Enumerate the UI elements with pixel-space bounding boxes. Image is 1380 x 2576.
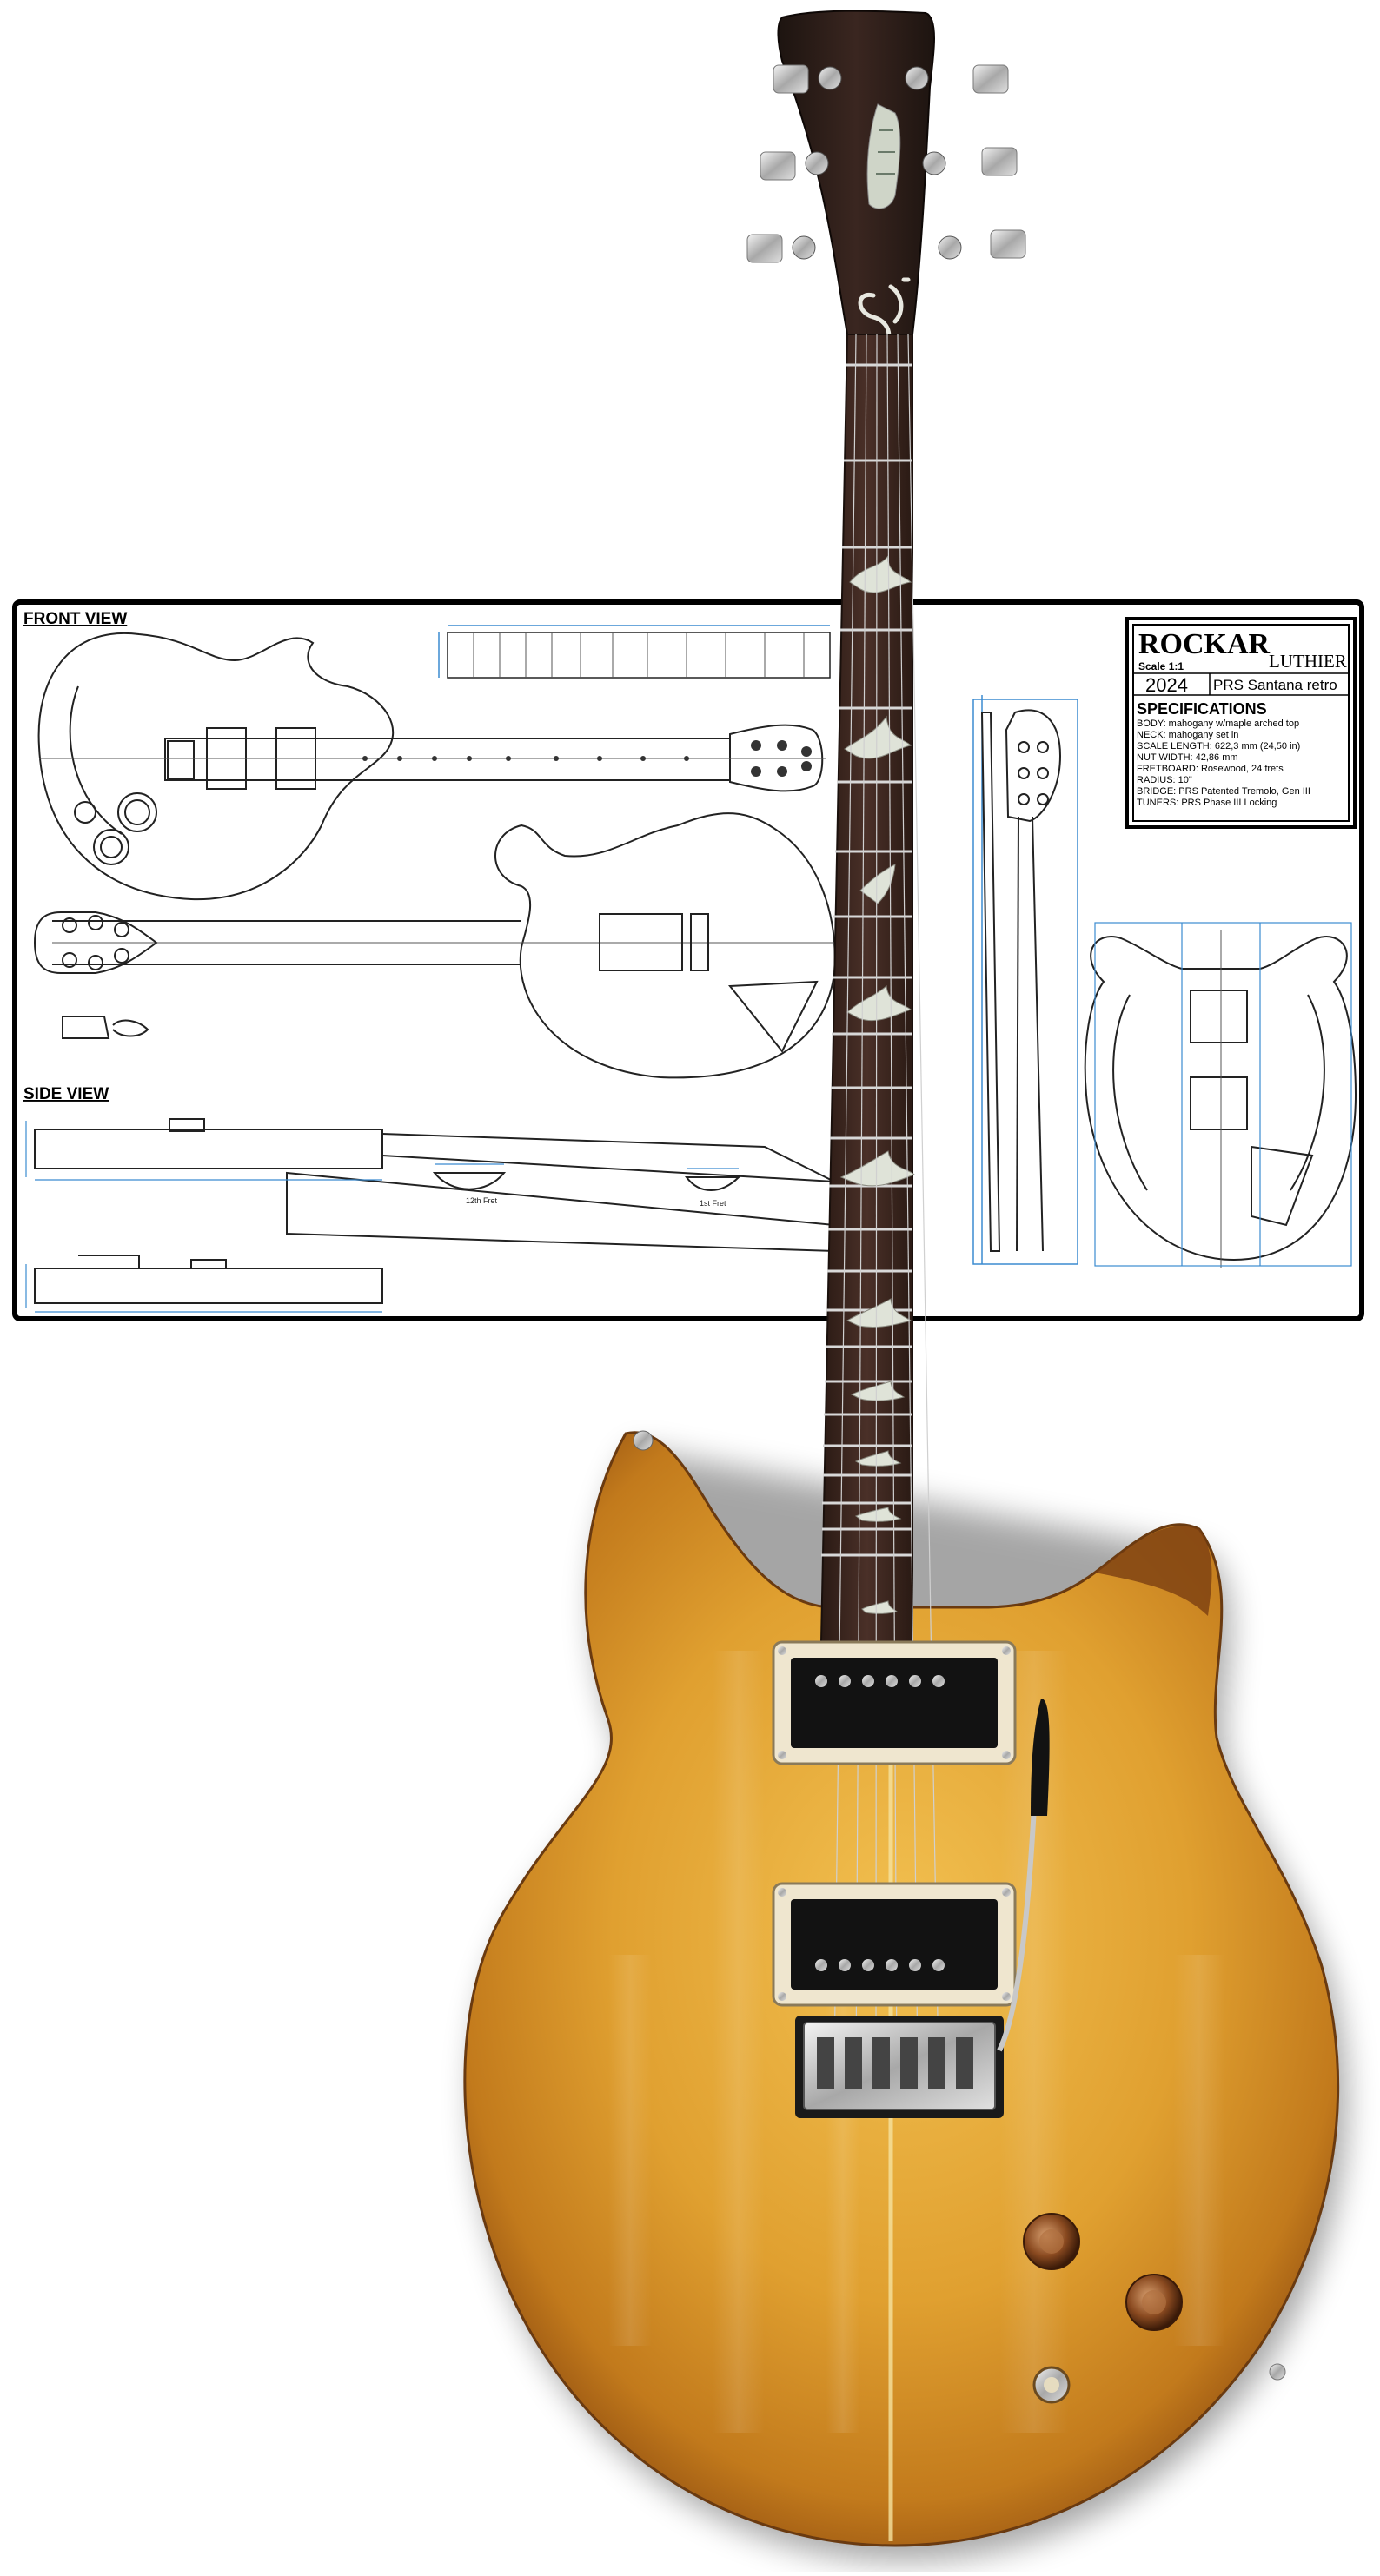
side-view-label: SIDE VIEW (23, 1085, 109, 1103)
spec-heading: SPECIFICATIONS (1137, 700, 1267, 718)
front-view-label: FRONT VIEW (23, 610, 127, 628)
spec-line: FRETBOARD: Rosewood, 24 frets (1137, 764, 1284, 774)
body-top-drawing (1084, 930, 1357, 1268)
eagle-inlay-icon (866, 103, 901, 209)
tuners (746, 64, 1026, 263)
spec-line: NECK: mahogany set in (1137, 730, 1238, 740)
scale-label: Scale 1:1 (1138, 660, 1184, 672)
tremolo-bridge (795, 2016, 1004, 2118)
neck-side-drawing (972, 695, 1078, 1265)
side-view-dimensions (25, 1121, 739, 1313)
brand-line-2: LUTHIER (1269, 651, 1347, 672)
spec-line: RADIUS: 10" (1137, 775, 1192, 785)
fretboard-detail (438, 625, 831, 679)
side-strap-button (1269, 2363, 1286, 2381)
model-label: PRS Santana retro (1213, 677, 1337, 693)
flame-figure (608, 1651, 1225, 2433)
brand-line-1: ROCKAR (1138, 628, 1271, 660)
spec-line: NUT WIDTH: 42,86 mm (1137, 752, 1238, 763)
neck-pickup (772, 1640, 1017, 1765)
guitar-photo (463, 10, 1347, 2561)
body-top-dimensions (1094, 922, 1352, 1267)
back-view-drawing (33, 812, 836, 1079)
front-view-inlays (362, 740, 812, 777)
truss-cover-detail (62, 1016, 149, 1039)
volume-knob (1023, 2213, 1080, 2270)
spec-line: BRIDGE: PRS Patented Tremolo, Gen III (1137, 786, 1310, 797)
title-block: ROCKAR LUTHIER Scale 1:1 2024 PRS Santan… (1125, 617, 1357, 829)
spec-line: BODY: mahogany w/maple arched top (1137, 718, 1299, 729)
pickup-selector (1032, 2366, 1071, 2404)
year-label: 2024 (1145, 674, 1188, 696)
fret-label-1: 1st Fret (700, 1199, 726, 1208)
neck-side-outline (980, 709, 1062, 1252)
strings (833, 334, 939, 2069)
tone-knob (1125, 2274, 1183, 2331)
bridge-pickup (772, 1882, 1017, 2007)
fretboard-detail-frets (473, 632, 805, 678)
fret-label-12: 12th Fret (466, 1196, 498, 1205)
guitar-plan-card: FRONT VIEW (12, 599, 1364, 1321)
headstock (777, 10, 935, 335)
front-view-drawing (37, 632, 826, 901)
spec-line: TUNERS: PRS Phase III Locking (1137, 798, 1277, 808)
cutaway-shade (1095, 1526, 1212, 1616)
tremolo-arm (997, 1699, 1050, 2052)
spec-line: SCALE LENGTH: 622,3 mm (24,50 in) (1137, 741, 1300, 752)
strap-button (633, 1430, 654, 1451)
